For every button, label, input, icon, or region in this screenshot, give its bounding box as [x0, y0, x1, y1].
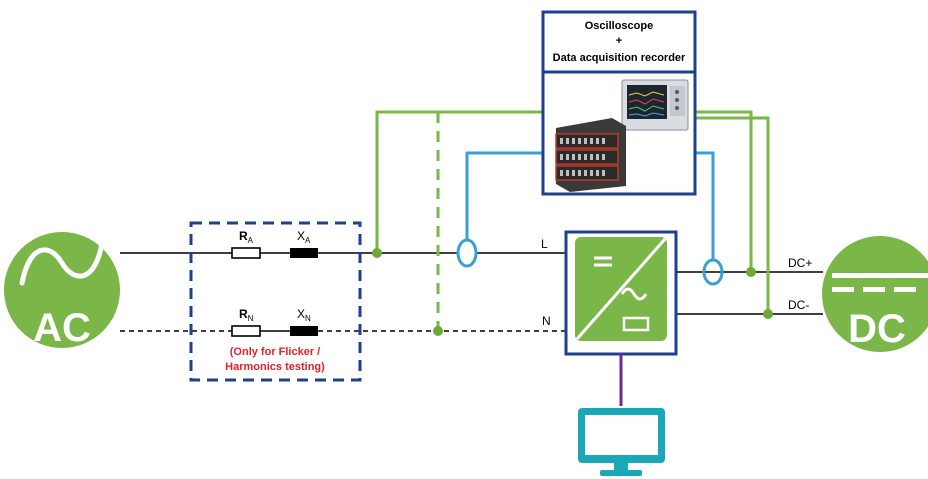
voltage-probe-l-wire	[375, 110, 548, 253]
label-xn-sub: N	[305, 314, 311, 323]
label-ra: RA	[239, 229, 254, 245]
junction-dot-dc-plus	[746, 267, 756, 277]
label-xa: XA	[297, 229, 311, 245]
dc-current-clamp	[702, 258, 724, 286]
label-xn-main: X	[297, 307, 305, 321]
junction-dot-dc-minus	[763, 309, 773, 319]
label-rn-main: R	[239, 307, 248, 321]
ac-source-label: AC	[33, 306, 91, 350]
label-xa-main: X	[297, 229, 305, 243]
data-recorder-device-image	[555, 118, 626, 192]
recorder-title-line2: +	[616, 35, 622, 47]
recorder-title-line1: Oscilloscope	[585, 20, 653, 32]
label-ra-sub: A	[248, 236, 254, 245]
dc-current-probe-wire	[694, 151, 715, 261]
ac-current-probe-wire	[465, 151, 548, 241]
dc-plus-label: DC+	[788, 256, 812, 270]
junction-dot-n	[433, 326, 443, 336]
ac-source-icon	[4, 232, 120, 348]
monitor-icon	[578, 408, 665, 476]
oscilloscope-device-image	[621, 79, 689, 131]
dc-source-label: DC	[848, 307, 906, 351]
resistor-ra	[231, 247, 261, 259]
recorder-title-line3: Data acquisition recorder	[553, 52, 686, 64]
label-rn-sub: N	[248, 314, 254, 323]
ac-current-clamp	[456, 238, 478, 268]
dc-minus-label: DC-	[788, 298, 809, 312]
line-label-n: N	[542, 314, 551, 328]
dc-voltage-probe-plus-wire	[694, 110, 753, 272]
flicker-note-line1: (Only for Flicker /	[230, 346, 320, 358]
resistor-rn	[231, 325, 261, 337]
inverter-icon	[575, 237, 667, 352]
junction-dot-l	[372, 248, 382, 258]
flicker-note-line2: Harmonics testing)	[225, 361, 325, 373]
dc-voltage-probe-minus-wire	[694, 116, 770, 314]
reactor-xa	[290, 248, 318, 258]
reactor-xn	[290, 326, 318, 336]
label-xn: XN	[297, 307, 311, 323]
label-rn: RN	[239, 307, 254, 323]
label-xa-sub: A	[305, 236, 311, 245]
line-label-l: L	[541, 237, 548, 251]
dc-source-icon	[822, 236, 928, 352]
label-ra-main: R	[239, 229, 248, 243]
